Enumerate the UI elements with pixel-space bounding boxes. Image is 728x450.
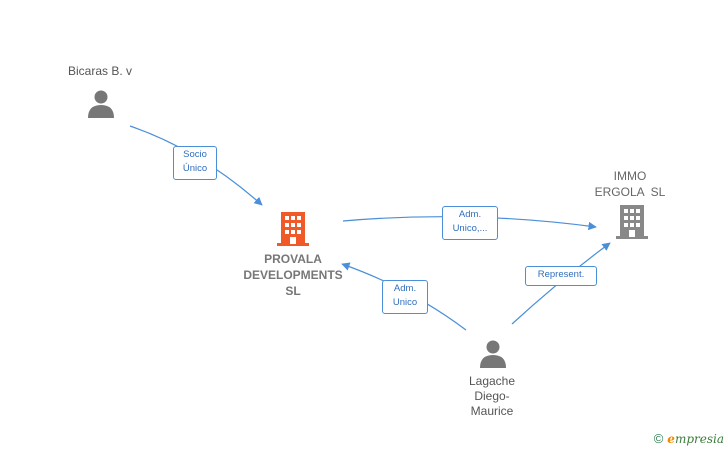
person-icon[interactable] bbox=[478, 339, 508, 369]
label-line: Represent. bbox=[537, 269, 585, 280]
label-line: Único bbox=[182, 163, 208, 174]
label-line: DEVELOPMENTS bbox=[243, 268, 343, 282]
label-line: Socio bbox=[183, 149, 207, 160]
node-label-provala[interactable]: PROVALA DEVELOPMENTS SL bbox=[230, 251, 356, 299]
edge-label-adm-unico-immo[interactable]: Adm. Unico,... bbox=[442, 206, 498, 240]
person-icon[interactable] bbox=[86, 89, 116, 119]
label-line: Diego- bbox=[474, 389, 510, 403]
node-label-lagache[interactable]: Lagache Diego- Maurice bbox=[440, 374, 544, 419]
edge-label-socio-unico[interactable]: Socio Único bbox=[173, 146, 217, 180]
brand-name: mpresia bbox=[674, 432, 724, 446]
node-label-bicaras[interactable]: Bicaras B. v bbox=[67, 64, 133, 78]
brand-initial: e bbox=[667, 432, 675, 446]
label-line: Adm. bbox=[458, 209, 482, 220]
label-line: SL bbox=[285, 284, 301, 298]
label-line: PROVALA bbox=[264, 252, 322, 266]
label-line: Unico bbox=[392, 297, 418, 308]
label-line: ERGOLA SL bbox=[594, 185, 666, 199]
label-line: Lagache bbox=[468, 374, 516, 388]
edge-label-adm-unico-provala[interactable]: Adm. Unico bbox=[382, 280, 428, 314]
label-line: IMMO bbox=[613, 169, 647, 183]
copyright-icon: © bbox=[653, 431, 664, 446]
edge-label-represent[interactable]: Represent. bbox=[525, 266, 597, 286]
node-label-immo[interactable]: IMMO ERGOLA SL bbox=[578, 168, 682, 200]
label-line: Maurice bbox=[470, 404, 514, 418]
building-icon[interactable] bbox=[616, 203, 648, 239]
building-icon[interactable] bbox=[277, 210, 309, 246]
brand-footer[interactable]: ©empresia bbox=[654, 431, 724, 446]
label-line: Unico,... bbox=[452, 223, 488, 234]
label-line: Adm. bbox=[393, 283, 417, 294]
brand-logo: empresia bbox=[667, 432, 724, 446]
